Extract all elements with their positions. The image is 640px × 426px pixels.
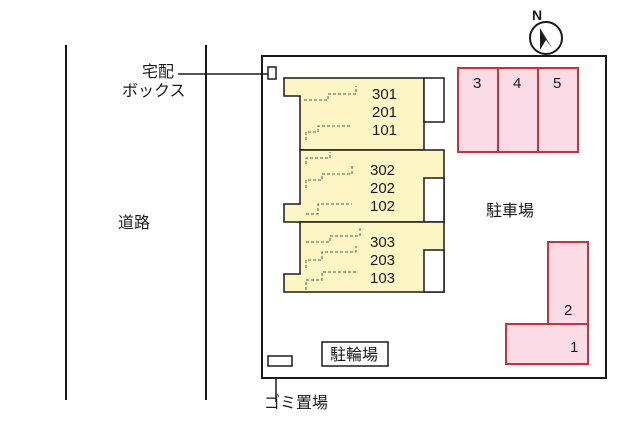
parking-row-top: 3 4 5 [457,67,579,153]
parking-number-3: 3 [473,75,481,92]
building-block-3: 303 203 103 [283,221,445,293]
parking-space-3 [457,67,499,153]
balcony-2 [423,177,445,223]
parking-space-4 [497,67,539,153]
unit-203: 203 [370,252,395,269]
unit-202: 202 [370,180,395,197]
parking-space-5 [537,67,579,153]
delivery-box-label-line1: 宅配 [142,63,174,81]
unit-303: 303 [370,234,395,251]
unit-201: 201 [372,104,397,121]
delivery-box-label-line2: ボックス [122,82,186,100]
unit-102: 102 [370,198,395,215]
building-block-1: 301 201 101 [283,77,445,151]
garbage-label: ゴミ置場 [264,393,328,412]
parking-label: 駐車場 [486,202,534,220]
bicycle-parking-label: 駐輪場 [330,346,378,364]
parking-number-1: 1 [570,339,578,356]
road-label: 道路 [118,214,150,232]
balcony-1 [423,77,445,123]
balcony-3 [423,249,445,293]
compass-north-letter: N [532,7,542,23]
property-boundary [261,55,607,379]
compass-icon: N [529,7,563,55]
bicycle-parking-box [321,341,389,367]
unit-101: 101 [372,122,397,139]
building-block-2: 302 202 102 [283,149,445,223]
parking-number-5: 5 [553,75,561,92]
parking-number-2: 2 [564,302,572,319]
parking-number-4: 4 [513,75,521,92]
garbage-box [267,355,293,367]
unit-103: 103 [370,270,395,287]
delivery-box [267,66,277,80]
parking-space-1 [505,323,589,365]
unit-301: 301 [372,86,397,103]
unit-302: 302 [370,162,395,179]
